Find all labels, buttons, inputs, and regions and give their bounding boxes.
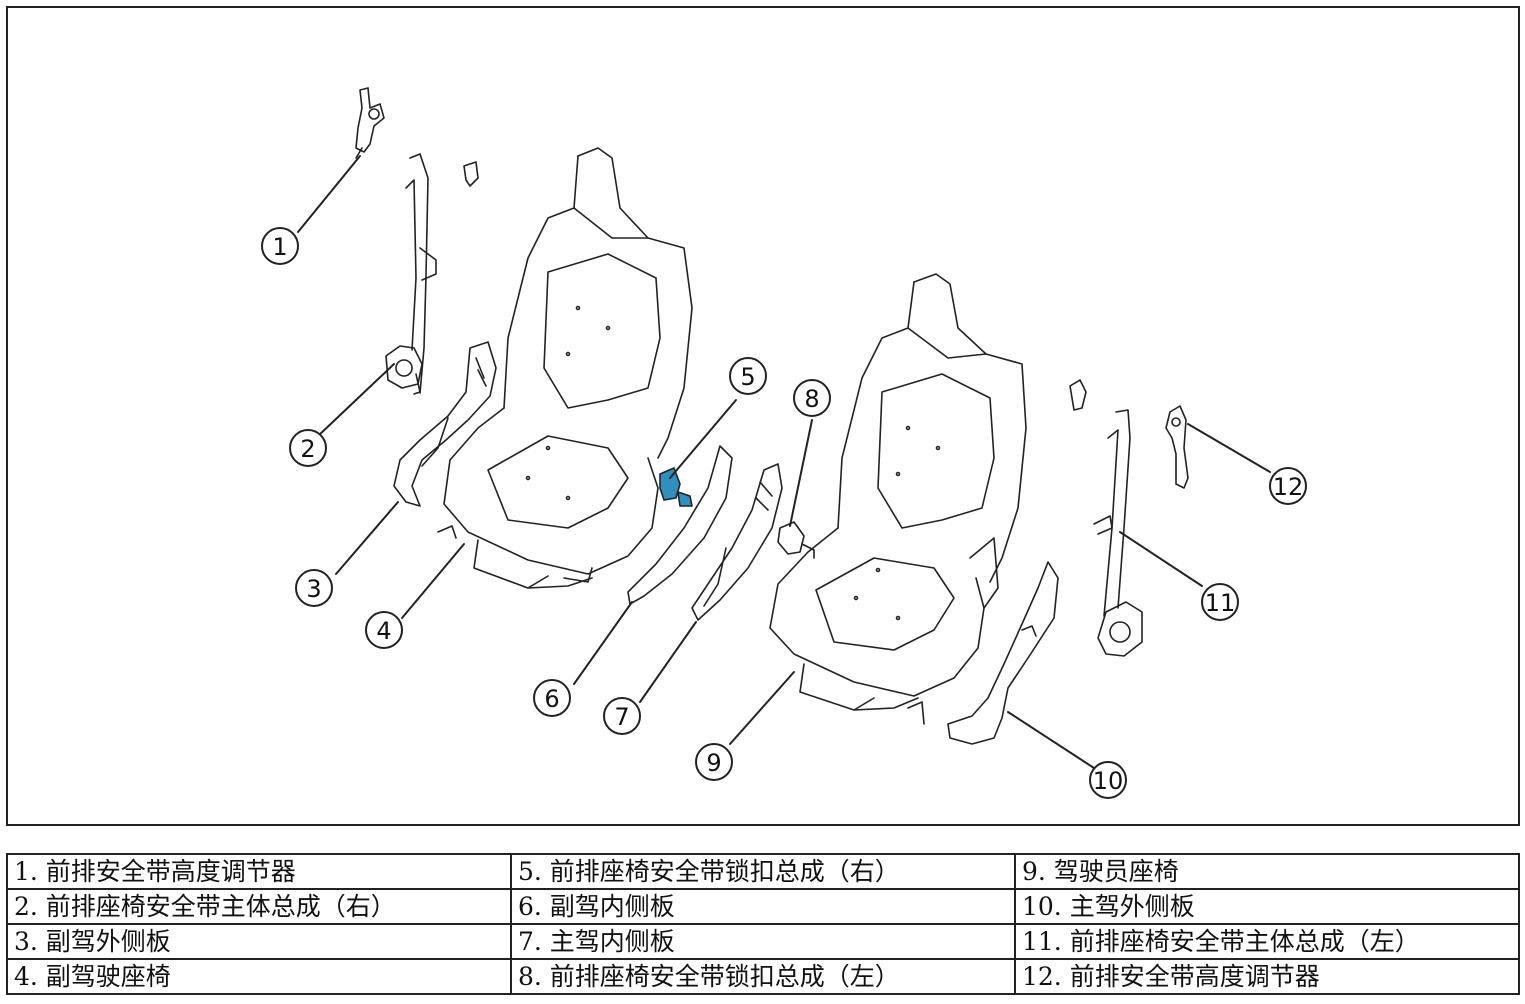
part-driver-inner-panel	[691, 463, 783, 621]
svg-text:7: 7	[614, 703, 629, 731]
part-seatbelt-body-right	[385, 153, 479, 395]
legend-cell: 4. 副驾驶座椅	[6, 958, 512, 995]
svg-text:12: 12	[1273, 473, 1304, 501]
legend-row: 2. 前排座椅安全带主体总成（右） 6. 副驾内侧板 10. 主驾外侧板	[6, 888, 1520, 925]
callouts: 1 2 3 4 5 6 7 8 9 10 11 12	[261, 227, 1307, 799]
exploded-diagram: 1 2 3 4 5 6 7 8 9 10 11 12	[6, 6, 1520, 826]
callout-8: 8	[793, 379, 831, 417]
svg-text:1: 1	[272, 233, 287, 261]
legend-row: 1. 前排安全带高度调节器 5. 前排座椅安全带锁扣总成（右） 9. 驾驶员座椅	[6, 853, 1520, 890]
callout-12: 12	[1269, 467, 1307, 505]
legend-row: 3. 副驾外侧板 7. 主驾内侧板 11. 前排座椅安全带主体总成（左）	[6, 923, 1520, 960]
callout-9: 9	[695, 743, 733, 781]
part-passenger-seat	[437, 147, 693, 589]
callout-7: 7	[603, 697, 641, 735]
part-driver-outer-panel	[947, 561, 1059, 745]
legend-cell: 10. 主驾外侧板	[1014, 888, 1520, 925]
legend-cell: 1. 前排安全带高度调节器	[6, 853, 512, 890]
callout-11: 11	[1201, 583, 1239, 621]
legend-cell: 9. 驾驶员座椅	[1014, 853, 1520, 890]
callout-3: 3	[295, 569, 333, 607]
callout-10: 10	[1089, 761, 1127, 799]
legend-cell: 3. 副驾外侧板	[6, 923, 512, 960]
part-passenger-outer-panel	[393, 341, 497, 507]
callout-5: 5	[729, 357, 767, 395]
leader-lines	[297, 155, 1271, 769]
part-buckle-right	[659, 467, 693, 507]
legend-cell: 7. 主驾内侧板	[510, 923, 1016, 960]
legend-cell: 11. 前排座椅安全带主体总成（左）	[1014, 923, 1520, 960]
svg-text:3: 3	[306, 575, 321, 603]
svg-text:8: 8	[804, 385, 819, 413]
part-driver-seat	[769, 273, 1027, 725]
svg-text:9: 9	[706, 749, 721, 777]
svg-text:4: 4	[376, 617, 391, 645]
callout-2: 2	[289, 429, 327, 467]
part-seatbelt-body-left	[1069, 379, 1143, 657]
part-height-adjuster-left	[1165, 405, 1189, 489]
diagram-canvas: 1 2 3 4 5 6 7 8 9 10 11 12	[261, 87, 1307, 799]
part-buckle-left	[777, 521, 815, 559]
legend-cell: 8. 前排座椅安全带锁扣总成（左）	[510, 958, 1016, 995]
svg-text:6: 6	[544, 685, 559, 713]
svg-text:2: 2	[300, 435, 315, 463]
svg-text:5: 5	[740, 363, 755, 391]
part-passenger-inner-panel	[627, 445, 733, 605]
callout-6: 6	[533, 679, 571, 717]
svg-text:10: 10	[1093, 767, 1124, 795]
part-height-adjuster-right	[355, 87, 385, 159]
callout-4: 4	[365, 611, 403, 649]
svg-text:11: 11	[1205, 589, 1236, 617]
legend-cell: 6. 副驾内侧板	[510, 888, 1016, 925]
legend-cell: 12. 前排安全带高度调节器	[1014, 958, 1520, 995]
legend-row: 4. 副驾驶座椅 8. 前排座椅安全带锁扣总成（左） 12. 前排安全带高度调节…	[6, 958, 1520, 995]
parts-legend-table: 1. 前排安全带高度调节器 5. 前排座椅安全带锁扣总成（右） 9. 驾驶员座椅…	[6, 853, 1520, 995]
callout-1: 1	[261, 227, 299, 265]
legend-cell: 5. 前排座椅安全带锁扣总成（右）	[510, 853, 1016, 890]
legend-cell: 2. 前排座椅安全带主体总成（右）	[6, 888, 512, 925]
